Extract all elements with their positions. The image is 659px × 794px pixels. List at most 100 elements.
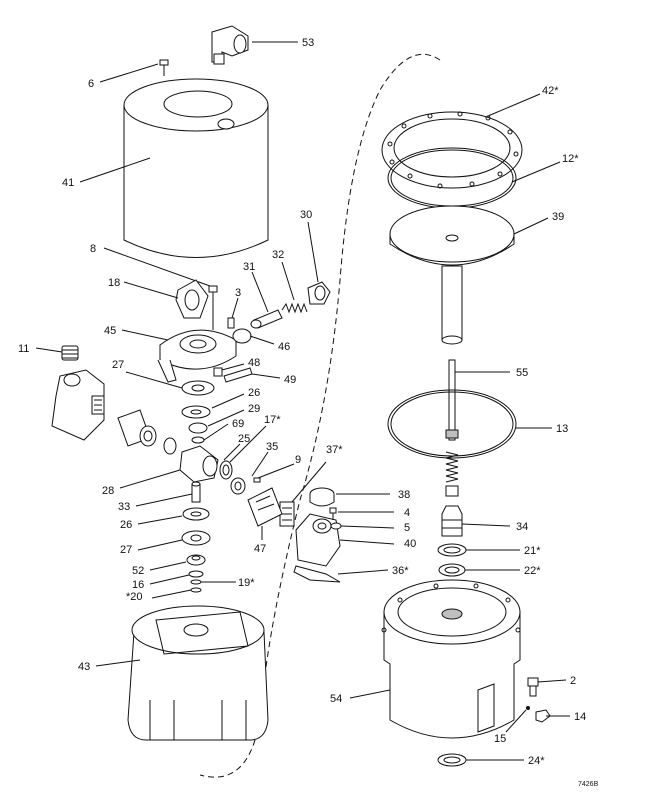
callout-6: 6	[88, 78, 94, 90]
callout-20: *20	[126, 591, 143, 603]
washer-part-5	[330, 522, 342, 530]
washer-part-26a	[181, 405, 211, 419]
leader-2	[537, 679, 567, 683]
leader-54	[349, 689, 391, 699]
screw-part-9	[253, 477, 261, 483]
callout-19: 19*	[238, 577, 255, 589]
leader-6	[99, 63, 159, 83]
oring-part-17	[219, 460, 233, 480]
callout-46: 46	[278, 341, 290, 353]
leader-17	[229, 425, 267, 463]
callout-27a: 27	[112, 359, 124, 371]
plate-part-47	[247, 487, 283, 527]
callout-30: 30	[300, 209, 312, 221]
callout-13: 13	[556, 423, 568, 435]
leader-29	[207, 409, 245, 427]
callout-32: 32	[272, 249, 284, 261]
callout-3: 3	[235, 287, 241, 299]
leader-34	[461, 523, 511, 527]
rod-part-31	[250, 309, 283, 329]
callout-41: 41	[62, 177, 74, 189]
housing-part-54	[381, 579, 521, 739]
callout-38: 38	[398, 489, 410, 501]
callout-26a: 26	[248, 387, 260, 399]
leader-27a	[125, 371, 183, 389]
leader-30	[307, 221, 319, 283]
callout-37: 37*	[326, 444, 343, 456]
leader-36	[337, 569, 389, 575]
callout-35: 35	[266, 441, 278, 453]
callout-14: 14	[574, 711, 586, 723]
washer-part-26b	[182, 507, 210, 521]
callout-5: 5	[404, 522, 410, 534]
pin-part-3	[227, 317, 235, 329]
plug-part-30	[307, 281, 331, 305]
rod-part-55	[445, 359, 459, 497]
callout-54: 54	[330, 693, 342, 705]
leader-46	[249, 335, 275, 345]
callout-22: 22*	[524, 565, 541, 577]
valve-housing-part-45	[157, 328, 252, 383]
leader-20	[151, 589, 192, 599]
callout-53: 53	[302, 37, 314, 49]
nut-part-11	[61, 345, 79, 361]
drawing-reference: 7426B	[578, 781, 599, 788]
ring-part-69	[191, 436, 205, 444]
base-part-43	[127, 605, 269, 741]
callout-47: 47	[254, 543, 266, 555]
callout-2: 2	[570, 675, 576, 687]
callout-69: 69	[232, 418, 244, 430]
callout-34: 34	[516, 521, 528, 533]
callout-45: 45	[104, 325, 116, 337]
leader-49	[251, 373, 281, 379]
seal-part-22	[438, 563, 466, 577]
center-block-part-28	[179, 445, 219, 483]
callout-26b: 26	[120, 519, 132, 531]
right-valve-block	[293, 513, 341, 583]
callout-29: 29	[248, 403, 260, 415]
callout-43: 43	[78, 661, 90, 673]
callout-24: 24*	[528, 755, 545, 767]
callout-48: 48	[248, 357, 260, 369]
leader-18	[123, 281, 179, 299]
callout-36: 36*	[392, 565, 409, 577]
bolt-part-8	[208, 285, 218, 330]
pin-part-48	[213, 367, 223, 377]
leader-45	[121, 329, 169, 341]
leader-69	[203, 423, 229, 441]
screw-part-4	[329, 507, 337, 520]
washer-part-27a	[181, 380, 215, 396]
callout-52: 52	[132, 565, 144, 577]
callout-40: 40	[404, 538, 416, 550]
callout-4: 4	[404, 507, 410, 519]
screw-part-6	[159, 59, 169, 76]
leader-15	[505, 709, 527, 733]
post-part-33	[191, 481, 201, 503]
seal-part-24	[437, 753, 467, 767]
leader-9	[257, 463, 295, 479]
callout-33: 33	[118, 501, 130, 513]
leader-8	[103, 247, 211, 287]
leader-25	[223, 443, 241, 461]
callout-17: 17*	[264, 414, 281, 426]
leader-43	[95, 659, 141, 667]
leader-48	[221, 363, 245, 371]
leader-42	[487, 93, 541, 117]
leader-26b	[137, 515, 183, 525]
screw-part-15	[526, 706, 530, 710]
callout-21: 21*	[524, 545, 541, 557]
seal-part-21	[437, 543, 467, 557]
cover-part-41	[123, 78, 269, 258]
leader-11	[35, 347, 63, 353]
callout-31: 31	[243, 261, 255, 273]
elbow-fitting-part-53	[211, 25, 249, 65]
pin-part-49	[223, 367, 253, 383]
callout-18: 18	[108, 277, 120, 289]
leader-3	[231, 297, 239, 319]
ring-part-20	[190, 587, 202, 593]
leader-26a	[211, 393, 245, 409]
leader-5	[340, 525, 395, 529]
leader-35	[251, 451, 269, 477]
leader-37	[291, 461, 327, 503]
